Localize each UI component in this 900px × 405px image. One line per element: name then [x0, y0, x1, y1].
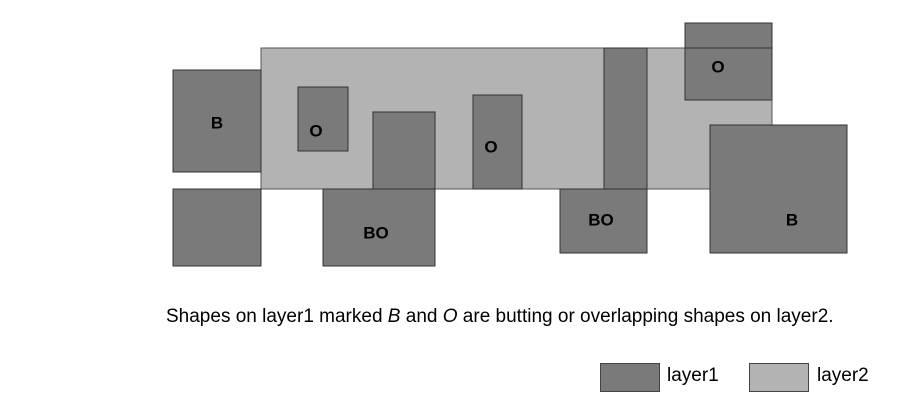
layer1-shape-left-b	[172, 69, 262, 173]
label-o-middle: O	[484, 137, 497, 156]
caption-text-2: and	[400, 306, 443, 327]
label-b-left: B	[211, 113, 223, 132]
layer1-shape-middle-o	[472, 94, 523, 190]
diagram-caption: Shapes on layer1 marked B and O are butt…	[166, 306, 834, 328]
layer1-shape-right-b	[709, 124, 848, 254]
layer1-shape-bo-left-column	[372, 111, 436, 190]
layer1-shape-bo-left-base	[322, 188, 436, 267]
layer1-shape-bo-right-column	[603, 47, 648, 190]
label-b-right: B	[786, 210, 798, 229]
layer1-shape-left-unmarked	[172, 188, 262, 267]
label-bo-bottom-left: BO	[363, 223, 389, 242]
legend-swatch-layer1	[600, 363, 660, 392]
caption-text-3: are butting or overlapping shapes on lay…	[457, 306, 834, 327]
caption-text-1: Shapes on layer1 marked	[166, 306, 388, 327]
layer1-shape-bo-right-base	[559, 188, 648, 254]
label-o-top-right: O	[711, 57, 724, 76]
layer1-shape-top-right	[684, 22, 773, 101]
legend-label-layer1: layer1	[667, 365, 719, 386]
label-o-small-left: O	[309, 121, 322, 140]
caption-o-mark: O	[442, 306, 458, 327]
layer1-shape-small-o	[297, 86, 349, 152]
label-bo-bottom-right: BO	[588, 210, 614, 229]
legend-label-layer2: layer2	[817, 365, 869, 386]
caption-b-mark: B	[387, 306, 401, 327]
legend-swatch-layer2	[749, 363, 809, 392]
